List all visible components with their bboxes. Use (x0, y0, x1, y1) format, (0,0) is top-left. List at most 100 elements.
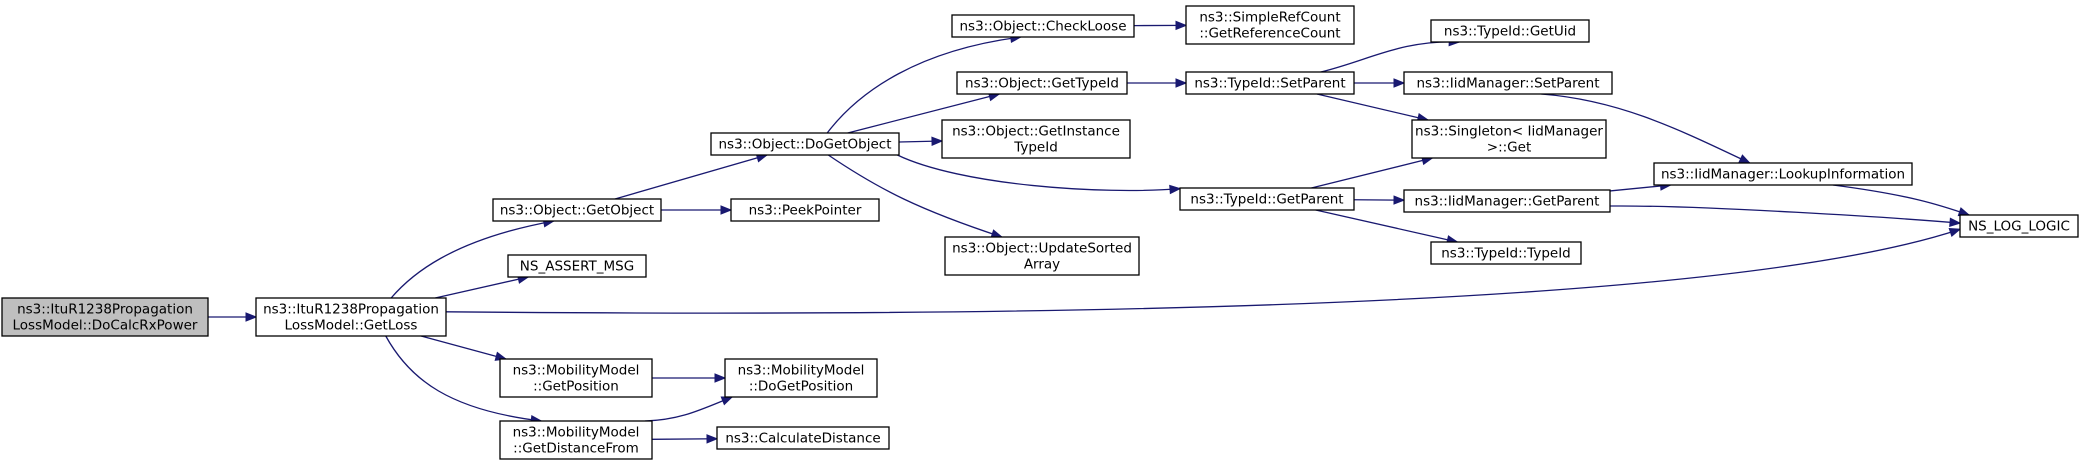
node-calcdistance[interactable]: ns3::CalculateDistance (716, 426, 890, 450)
arrowhead-iidgetparent-to-nslogic (1949, 217, 1962, 227)
node-label: ns3::CalculateDistance (725, 431, 880, 447)
node-box (956, 71, 1128, 95)
node-box (499, 420, 653, 460)
node-label: ns3::Object::DoGetObject (718, 137, 891, 153)
node-box (724, 358, 878, 398)
node-box (507, 254, 647, 278)
node-singletonget[interactable]: ns3::Singleton< IidManager >::Get (1411, 119, 1607, 159)
node-assertmsg[interactable]: NS_ASSERT_MSG (507, 254, 647, 278)
node-getloss[interactable]: ns3::ItuR1238PropagationLossModel::GetLo… (255, 297, 447, 337)
node-box (1185, 71, 1355, 95)
node-label: ::GetDistanceFrom (513, 441, 639, 457)
node-box (1653, 162, 1913, 186)
edge-getloss-to-getobject (390, 220, 554, 299)
node-label: ::GetPosition (533, 379, 619, 395)
node-label: >::Get (1487, 140, 1531, 156)
node-label: Array (1024, 257, 1060, 273)
edge-getdistancefrom-to-dogetposition (644, 396, 733, 422)
edge-dogetobject-to-gettypeid (847, 93, 1000, 134)
edge-dogetobject-to-updatesorted (827, 154, 1002, 238)
node-label: ns3::IidManager::LookupInformation (1661, 167, 1905, 183)
node-label: ns3::ItuR1238Propagation (17, 302, 193, 318)
node-label: LossModel::GetLoss (285, 318, 418, 334)
edge-getloss-to-getposition (420, 335, 507, 360)
node-label: ns3::Object::CheckLoose (959, 19, 1126, 35)
node-box (1411, 119, 1607, 159)
node-label: ns3::Object::GetObject (500, 203, 654, 219)
node-nslogic[interactable]: NS_LOG_LOGIC (1959, 214, 2079, 238)
node-box (1, 297, 209, 337)
node-typeidctor[interactable]: ns3::TypeId::TypeId (1430, 241, 1582, 265)
node-getdistancefrom[interactable]: ns3::MobilityModel::GetDistanceFrom (499, 420, 653, 460)
node-gettypeid[interactable]: ns3::Object::GetTypeId (956, 71, 1128, 95)
edge-getobject-to-dogetobject (614, 154, 768, 200)
node-setparent[interactable]: ns3::TypeId::SetParent (1185, 71, 1355, 95)
node-label: ns3::MobilityModel (513, 425, 640, 441)
node-label: ns3::IidManager::GetParent (1415, 194, 1600, 210)
node-label: ns3::Object::GetInstance (952, 124, 1120, 140)
node-box (1403, 189, 1611, 213)
edge-typeidgetparent-to-singletonget (1311, 157, 1433, 189)
node-getrefcount[interactable]: ns3::SimpleRefCount::GetReferenceCount (1185, 5, 1355, 45)
edge-setparent-to-singletonget (1316, 93, 1429, 121)
node-label: ns3::PeekPointer (749, 203, 862, 219)
arrowhead-getdistancefrom-to-dogetposition (720, 396, 734, 406)
node-label: ns3::IidManager::SetParent (1417, 76, 1600, 92)
edge-lookupinfo-to-nslogic (1832, 184, 1970, 216)
node-label: ns3::Object::GetTypeId (965, 76, 1119, 92)
node-box (255, 297, 447, 337)
node-label: ns3::TypeId::GetUid (1444, 24, 1576, 40)
arrowhead-getobject-to-peekpointer (720, 205, 733, 215)
node-checkloose[interactable]: ns3::Object::CheckLoose (951, 14, 1135, 38)
node-label: ::GetReferenceCount (1199, 26, 1340, 42)
node-iidgetparent[interactable]: ns3::IidManager::GetParent (1403, 189, 1611, 213)
edge-dogetobject-to-typeidgetparent (897, 154, 1181, 192)
edge-dogetobject-to-checkloose (826, 36, 1021, 134)
node-getobject[interactable]: ns3::Object::GetObject (492, 198, 662, 222)
arrowhead-getposition-to-dogetposition (714, 373, 727, 383)
node-box (1430, 241, 1582, 265)
node-lookupinfo[interactable]: ns3::IidManager::LookupInformation (1653, 162, 1913, 186)
node-label: ns3::MobilityModel (513, 363, 640, 379)
edge-iidgetparent-to-nslogic (1609, 205, 1961, 224)
node-label: ns3::TypeId::GetParent (1190, 192, 1343, 208)
edge-getloss-to-getdistancefrom (385, 335, 542, 422)
node-getuid[interactable]: ns3::TypeId::GetUid (1430, 19, 1590, 43)
node-box (1185, 5, 1355, 45)
node-dogetobject[interactable]: ns3::Object::DoGetObject (710, 132, 900, 156)
node-box (499, 358, 653, 398)
node-label: ns3::ItuR1238Propagation (263, 302, 439, 318)
arrowhead-checkloose-to-getrefcount (1175, 20, 1188, 31)
node-peekpointer[interactable]: ns3::PeekPointer (730, 198, 880, 222)
node-iidsetparent[interactable]: ns3::IidManager::SetParent (1403, 71, 1613, 95)
node-box (951, 14, 1135, 38)
node-getposition[interactable]: ns3::MobilityModel::GetPosition (499, 358, 653, 398)
node-label: NS_ASSERT_MSG (520, 259, 634, 275)
node-label: ns3::Singleton< IidManager (1415, 124, 1603, 140)
arrowhead-docalc-to-getloss (245, 312, 258, 322)
node-box (730, 198, 880, 222)
arrowhead-dogetobject-to-typeidgetparent (1169, 184, 1182, 195)
node-box (1430, 19, 1590, 43)
arrowhead-gettypeid-to-setparent (1175, 78, 1188, 88)
node-box (492, 198, 662, 222)
node-box (944, 236, 1140, 276)
edge-getloss-to-nslogic (445, 228, 1961, 314)
arrowhead-getloss-to-nslogic (1948, 228, 1962, 238)
node-docalc[interactable]: ns3::ItuR1238PropagationLossModel::DoCal… (1, 297, 209, 337)
node-typeidgetparent[interactable]: ns3::TypeId::GetParent (1179, 187, 1355, 211)
nodes-layer: ns3::ItuR1238PropagationLossModel::DoCal… (1, 5, 2079, 460)
node-dogetposition[interactable]: ns3::MobilityModel::DoGetPosition (724, 358, 878, 398)
node-label: TypeId (1013, 140, 1058, 156)
arrowhead-iidsetparent-to-lookupinfo (1738, 154, 1751, 164)
arrowhead-setparent-to-iidsetparent (1393, 78, 1406, 88)
node-box (1179, 187, 1355, 211)
node-box (710, 132, 900, 156)
edge-typeidgetparent-to-typeidctor (1315, 209, 1458, 243)
node-box (716, 426, 890, 450)
edge-getloss-to-assertmsg (435, 276, 529, 299)
node-label: LossModel::DoCalcRxPower (13, 318, 198, 334)
node-label: ns3::SimpleRefCount (1199, 10, 1340, 26)
